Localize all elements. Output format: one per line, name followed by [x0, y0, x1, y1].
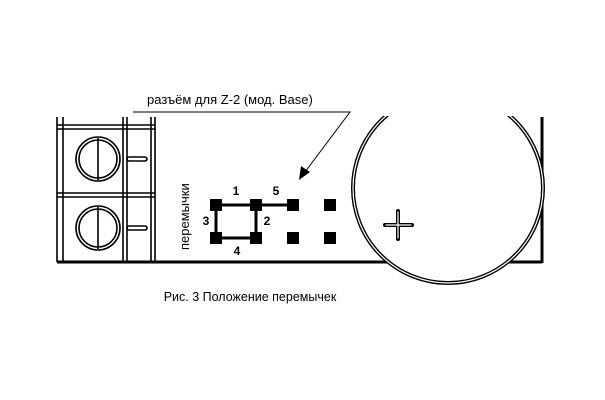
leader-arrow — [133, 111, 351, 173]
arrow-head-icon — [299, 166, 310, 180]
battery-circle — [351, 116, 545, 285]
jumpers-label: перемычки — [177, 183, 192, 250]
jumper-number-2: 2 — [264, 214, 271, 228]
jumper-number-4: 4 — [234, 244, 241, 258]
jumper-number-3: 3 — [203, 214, 210, 228]
jumper-pins — [210, 199, 336, 244]
jumper-number-1: 1 — [233, 184, 240, 198]
connector-label: разъём для Z-2 (мод. Base) — [147, 92, 313, 107]
screw-icon — [75, 136, 148, 182]
jumper-number-5: 5 — [273, 184, 280, 198]
figure-caption: Рис. 3 Положение перемычек — [164, 290, 337, 304]
terminal-block — [56, 117, 156, 262]
screw-icon — [75, 205, 148, 251]
